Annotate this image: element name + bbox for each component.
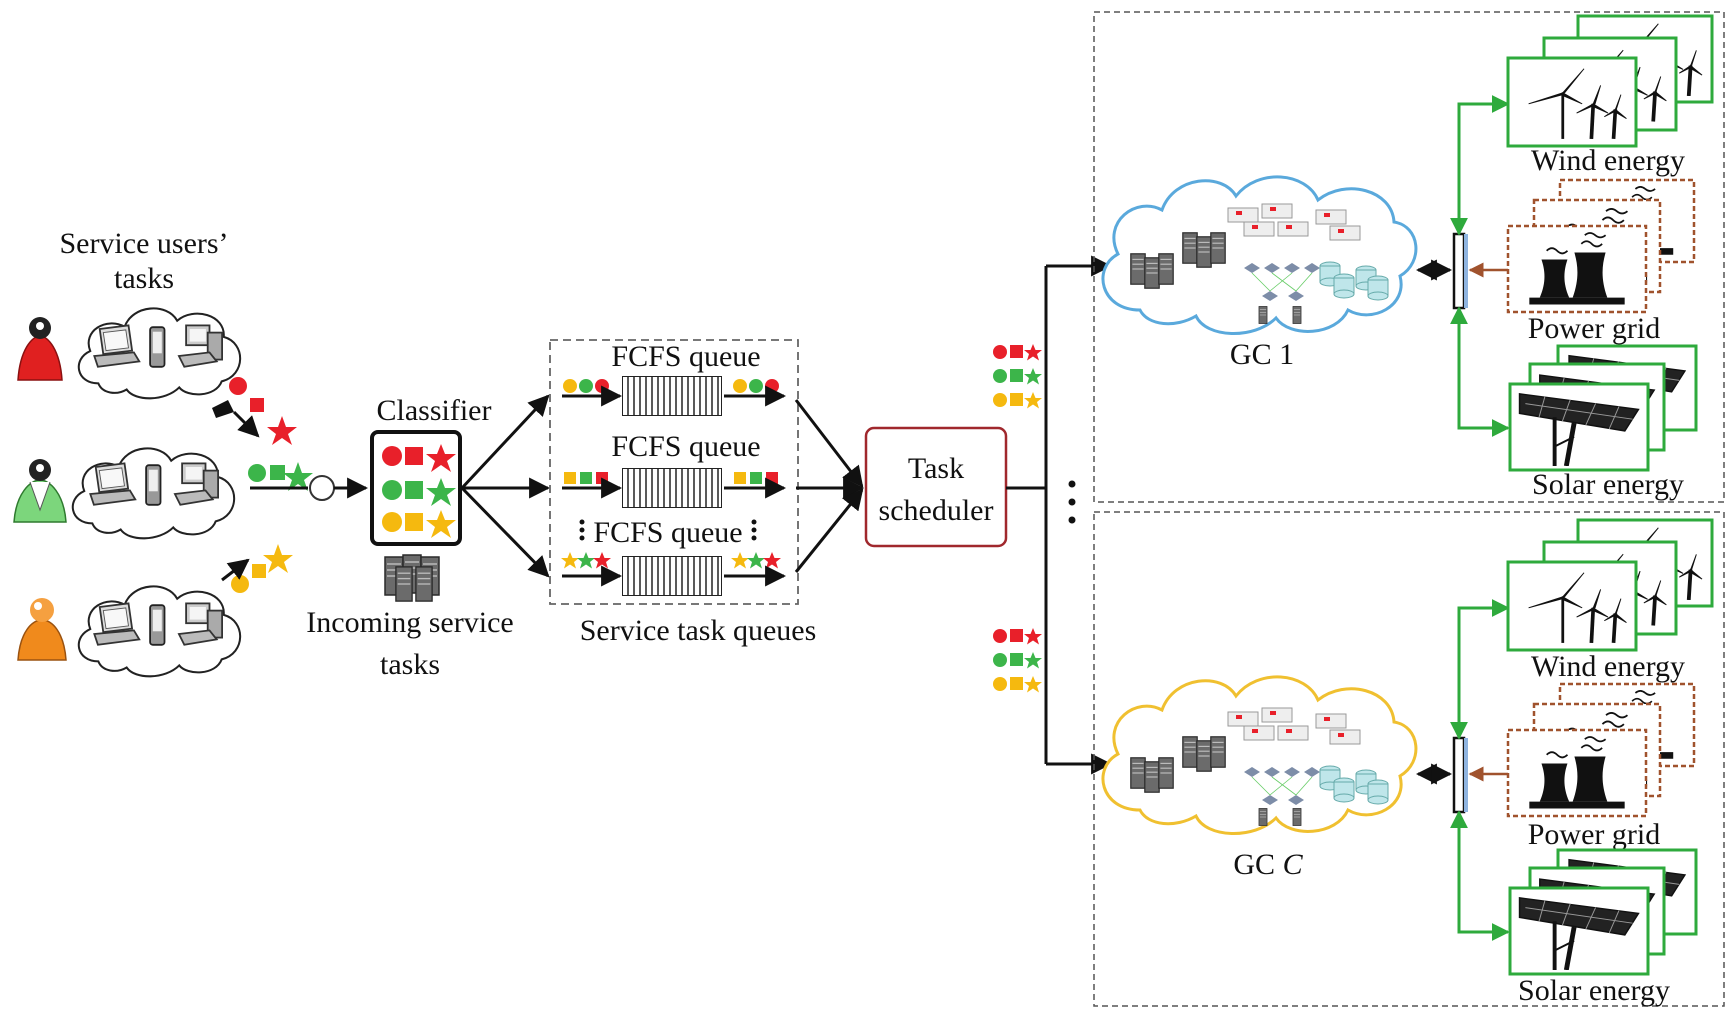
scheduler-line1: Task	[908, 452, 964, 485]
gcC-grid-label: Power grid	[1528, 818, 1660, 851]
network-switch-icon	[1244, 767, 1320, 826]
classifier-caption-line1: Incoming service	[306, 606, 513, 639]
service-task-queues: FCFS queue FCFS queue FCFS queue	[549, 339, 865, 647]
solar-panel-icon	[1508, 344, 1698, 472]
users-group: Service users’ tasks	[13, 227, 369, 678]
queue-1-label: FCFS queue	[611, 340, 760, 373]
gcC-label: GC C	[1233, 848, 1303, 881]
power-plant-icon	[1506, 178, 1696, 314]
more-centers-ellipsis	[1068, 480, 1076, 524]
queue-1-buffer	[622, 376, 722, 416]
rack-icon	[1227, 203, 1361, 241]
queue-3-output-tokens	[731, 552, 781, 569]
task-scheduler: Task scheduler	[864, 255, 1113, 775]
gc1-power-bus	[1452, 232, 1466, 310]
power-plant-icon	[1506, 682, 1696, 818]
queue-2-output-tokens	[734, 472, 778, 484]
merge-node	[309, 475, 335, 501]
to-queue-1-arrow	[460, 394, 550, 490]
queue-3-buffer	[622, 556, 722, 596]
gcC-frame	[1093, 511, 1725, 1007]
queue-3-input-tokens	[561, 552, 611, 569]
gc1-wind-label: Wind energy	[1531, 144, 1685, 177]
green-center-C: GC C Wind energy Power grid	[1093, 511, 1725, 1007]
user-devices	[93, 324, 224, 368]
wind-turbine-icon	[1506, 518, 1714, 652]
queue-3-ellipsis-right	[751, 519, 757, 541]
queue-2-buffer	[622, 468, 722, 508]
storage-icon	[1319, 765, 1389, 805]
gc1-label: GC 1	[1230, 338, 1294, 371]
queues-frame	[549, 339, 799, 605]
classifier: Classifier Incoming service tasks	[306, 394, 551, 681]
rack-icon	[1227, 707, 1361, 745]
gcC-wind-label: Wind energy	[1531, 650, 1685, 683]
dispatch-tokens-gc1	[993, 344, 1042, 409]
solar-panel-icon	[1508, 848, 1698, 976]
person-icon	[13, 459, 67, 523]
classifier-tokens	[382, 444, 456, 538]
red-task-stream	[212, 377, 297, 445]
scheduler-box	[864, 426, 1008, 548]
gc1-frame	[1093, 11, 1725, 503]
queue-1-output-tokens	[733, 379, 779, 393]
user-devices	[89, 462, 220, 506]
person-icon	[17, 598, 67, 661]
classifier-title: Classifier	[377, 394, 492, 427]
queue-3-label: FCFS queue	[593, 516, 742, 549]
queue-3-ellipsis-left	[579, 519, 585, 541]
dispatch-tokens-gcC	[993, 628, 1042, 693]
to-queue-3-arrow	[460, 486, 550, 578]
queue-2-input-tokens	[564, 472, 608, 484]
gcC-power-bus	[1452, 736, 1466, 814]
gc1-grid-label: Power grid	[1528, 312, 1660, 345]
server-icon	[384, 554, 440, 602]
queue-1-input-tokens	[563, 379, 609, 393]
gc1-solar-label: Solar energy	[1532, 468, 1684, 501]
classifier-caption-line2: tasks	[380, 648, 440, 681]
wind-turbine-icon	[1506, 14, 1714, 148]
person-icon	[17, 317, 63, 381]
scheduler-line2: scheduler	[879, 494, 994, 527]
users-title-line1: Service users’	[59, 227, 228, 260]
network-switch-icon	[1244, 263, 1320, 324]
user-devices	[93, 602, 224, 646]
users-title-line2: tasks	[114, 262, 174, 295]
yellow-task-stream	[221, 544, 293, 593]
queues-caption: Service task queues	[580, 614, 817, 647]
green-task-stream	[248, 462, 313, 491]
gcC-solar-label: Solar energy	[1518, 974, 1670, 1007]
storage-icon	[1319, 261, 1389, 301]
green-center-1: GC 1 Wind energy Power grid	[1093, 11, 1725, 503]
queue-2-label: FCFS queue	[611, 430, 760, 463]
